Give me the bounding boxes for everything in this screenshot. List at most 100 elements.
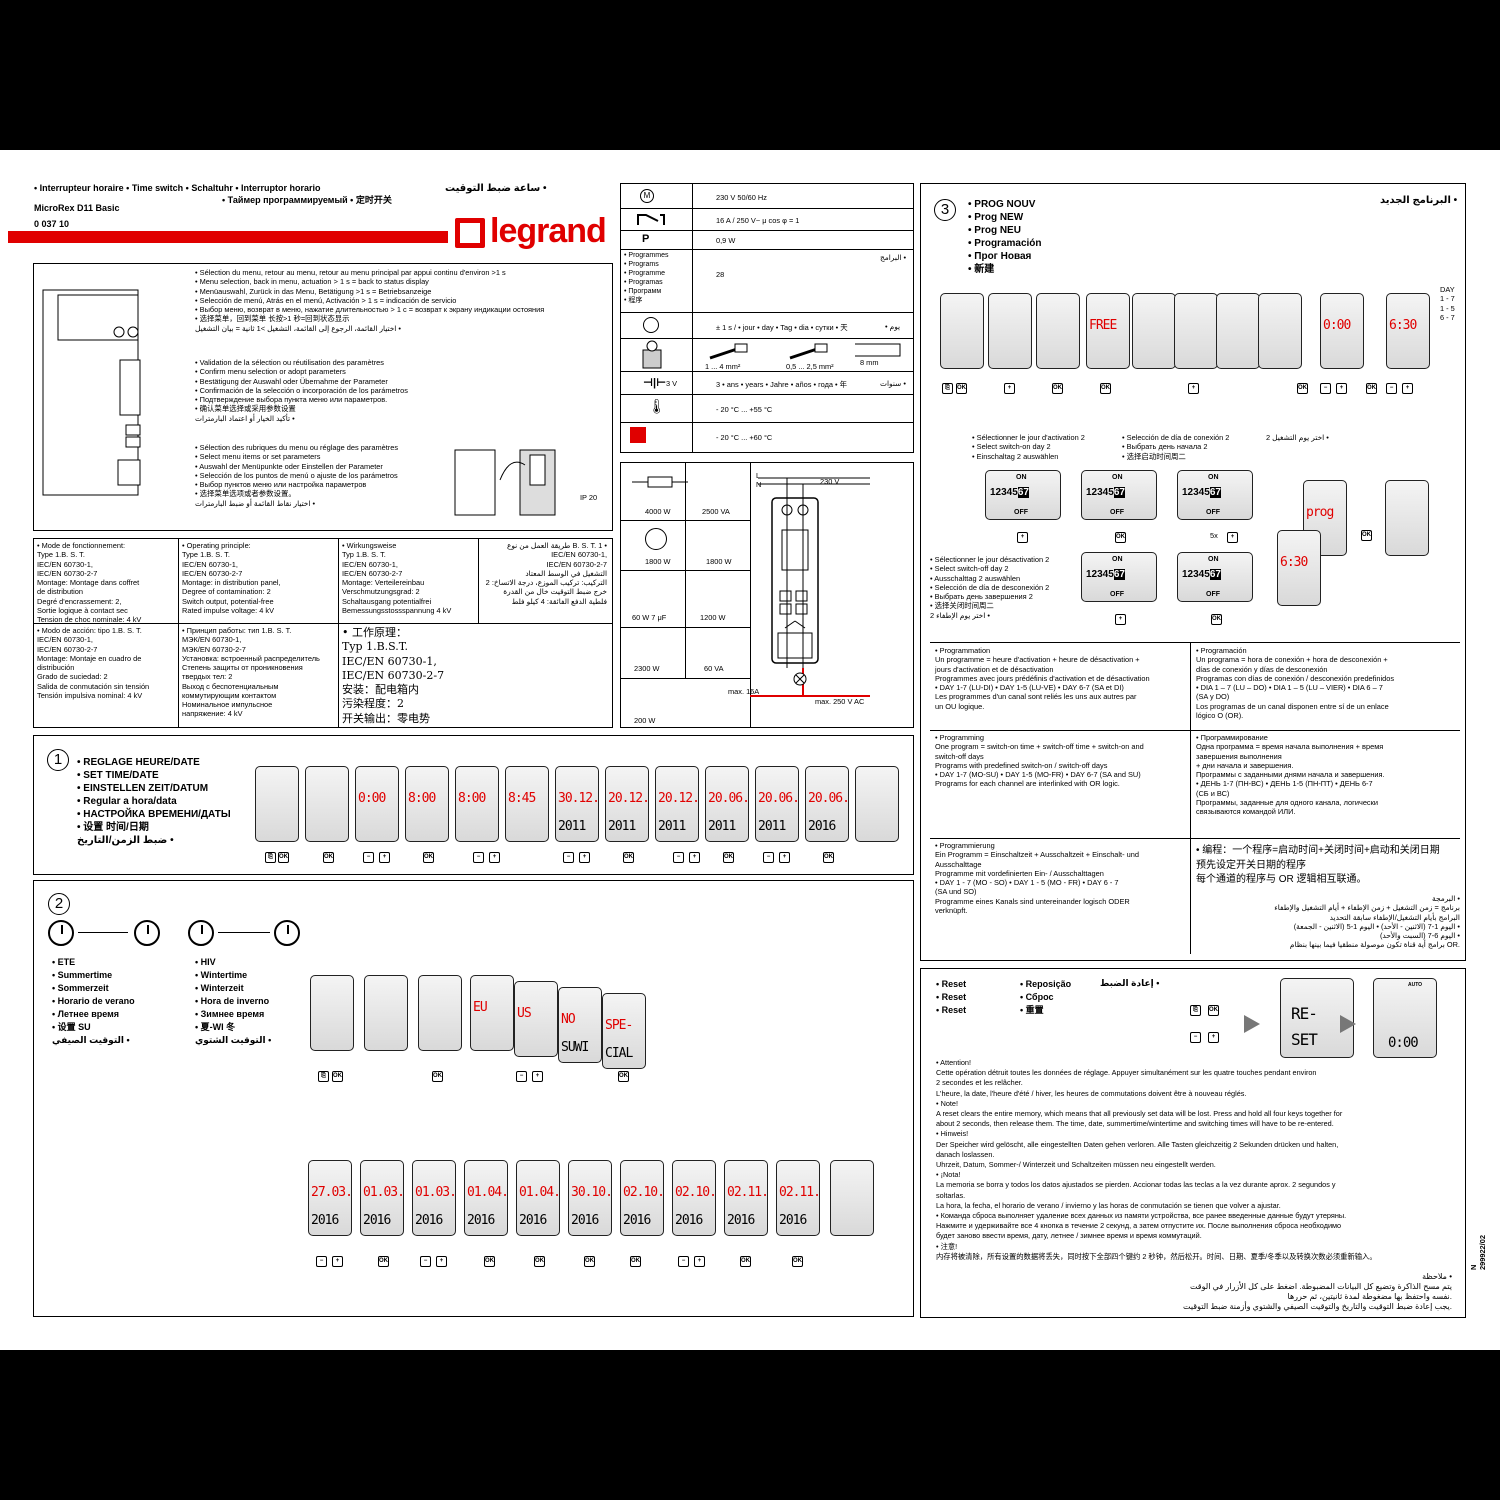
ok-key[interactable]: OK	[1100, 383, 1111, 394]
plus-key[interactable]: +	[489, 852, 500, 863]
set-time-display: 30.12.2011	[555, 766, 600, 842]
reset-time: 0:00	[1388, 1035, 1419, 1051]
ok-key[interactable]: OK	[623, 852, 634, 863]
ok-key[interactable]: OK	[1361, 530, 1372, 541]
set-time-display	[855, 766, 899, 842]
plus-key[interactable]: +	[1208, 1032, 1219, 1043]
load-cfl: 2300 W	[634, 664, 660, 673]
summer-winter-date-display-value: 01.04.	[519, 1185, 561, 1200]
ok-key[interactable]: OK	[1297, 383, 1308, 394]
minus-key[interactable]: −	[516, 1071, 527, 1082]
clock-from-icon-2	[188, 920, 214, 946]
plus-key[interactable]: +	[1402, 383, 1413, 394]
ok-key[interactable]: OK	[423, 852, 434, 863]
plus-key[interactable]: +	[1115, 614, 1126, 625]
set-time-display: 8:00	[405, 766, 449, 842]
menu-key[interactable]: ⎘	[942, 383, 953, 394]
summer-winter-date-display-year: 2016	[415, 1213, 443, 1228]
ok-key[interactable]: OK	[484, 1256, 495, 1267]
summer-winter-mode-display: EU	[470, 975, 514, 1051]
ok-key[interactable]: OK	[332, 1071, 343, 1082]
plus-key[interactable]: +	[1017, 532, 1028, 543]
ok-key[interactable]: OK	[534, 1256, 545, 1267]
ok-key[interactable]: OK	[432, 1071, 443, 1082]
set-time-display: 20.12.2011	[605, 766, 650, 842]
summer-winter-menu-display	[310, 975, 354, 1051]
reset-warning-ar: ملاحظة • يتم مسح الذاكرة وتضيع كل البيان…	[1182, 1272, 1452, 1311]
plus-key[interactable]: +	[579, 852, 590, 863]
plus-key[interactable]: +	[1227, 532, 1238, 543]
summer-winter-date-display-year: 2016	[675, 1213, 703, 1228]
brand-logo: legrand	[490, 212, 607, 250]
summer-labels: • ETE • Summertime • Sommerzeit • Horari…	[52, 957, 135, 1046]
ok-key[interactable]: OK	[1115, 532, 1126, 543]
menu-key[interactable]: ⎘	[265, 852, 276, 863]
summer-winter-date-display-year: 2016	[779, 1213, 807, 1228]
minus-key[interactable]: −	[420, 1256, 431, 1267]
program-display-value: FREE	[1089, 318, 1117, 333]
ok-key[interactable]: OK	[1211, 614, 1222, 625]
motor-icon: M	[640, 189, 654, 203]
wire-diagrams	[709, 343, 901, 360]
minus-key[interactable]: −	[363, 852, 374, 863]
plus-key[interactable]: +	[379, 852, 390, 863]
ok-key[interactable]: OK	[378, 1256, 389, 1267]
set-time-display: 0:00	[355, 766, 399, 842]
step-1-badge: 1	[47, 749, 69, 771]
minus-key[interactable]: −	[563, 852, 574, 863]
program-display-value: 0:00	[1323, 318, 1351, 333]
minus-key[interactable]: −	[1320, 383, 1331, 394]
ok-key[interactable]: OK	[630, 1256, 641, 1267]
plus-key[interactable]: +	[1188, 383, 1199, 394]
plus-key[interactable]: +	[779, 852, 790, 863]
program-summary-display: 6:30	[1277, 530, 1321, 606]
battery-voltage: 3 V	[666, 379, 678, 388]
plus-key[interactable]: +	[1004, 383, 1015, 394]
ok-key[interactable]: OK	[323, 852, 334, 863]
menu-key[interactable]: ⎘	[318, 1071, 329, 1082]
modes-table	[33, 538, 613, 728]
reset-arrow-2	[1340, 1015, 1356, 1033]
minus-key[interactable]: −	[473, 852, 484, 863]
minus-key[interactable]: −	[1190, 1032, 1201, 1043]
summer-winter-date-display-value: 02.11.	[727, 1185, 769, 1200]
summer-winter-date-display-value: 30.10.	[571, 1185, 613, 1200]
ok-key[interactable]: OK	[723, 852, 734, 863]
ok-key[interactable]: OK	[1366, 383, 1377, 394]
ok-key[interactable]: OK	[823, 852, 834, 863]
ok-key[interactable]: OK	[618, 1071, 629, 1082]
section-set-time	[33, 735, 914, 875]
minus-key[interactable]: −	[763, 852, 774, 863]
fan-heater-icon	[645, 528, 667, 550]
plus-key[interactable]: +	[689, 852, 700, 863]
ok-key[interactable]: OK	[1052, 383, 1063, 394]
menu-key[interactable]: ⎘	[1190, 1005, 1201, 1016]
ok-key[interactable]: OK	[1208, 1005, 1219, 1016]
model-name: MicroRex D11 Basic	[34, 203, 120, 213]
minus-key[interactable]: −	[316, 1256, 327, 1267]
ok-key[interactable]: OK	[278, 852, 289, 863]
ok-key[interactable]: OK	[792, 1256, 803, 1267]
summer-winter-date-display-value: 01.03.	[363, 1185, 405, 1200]
minus-key[interactable]: −	[673, 852, 684, 863]
minus-key[interactable]: −	[678, 1256, 689, 1267]
set-time-display-value: 8:00	[458, 791, 486, 806]
plus-key[interactable]: +	[436, 1256, 447, 1267]
summer-winter-mode-display-year: CIAL	[605, 1046, 633, 1061]
ok-key[interactable]: OK	[584, 1256, 595, 1267]
plus-key[interactable]: +	[1336, 383, 1347, 394]
summer-winter-date-display-year: 2016	[571, 1213, 599, 1228]
ok-key[interactable]: OK	[956, 383, 967, 394]
set-time-display-year: 2011	[758, 819, 786, 834]
summer-winter-date-display: 02.10.2016	[620, 1160, 665, 1236]
modes-col-divider-1	[178, 538, 179, 728]
plus-key[interactable]: +	[332, 1256, 343, 1267]
programmes-label-ar: البرامج •	[880, 253, 907, 262]
clock-from-icon	[48, 920, 74, 946]
load-lamp: 1800 W	[706, 557, 732, 566]
plus-key[interactable]: +	[694, 1256, 705, 1267]
plus-key[interactable]: +	[532, 1071, 543, 1082]
ok-key[interactable]: OK	[740, 1256, 751, 1267]
minus-key[interactable]: −	[1386, 383, 1397, 394]
